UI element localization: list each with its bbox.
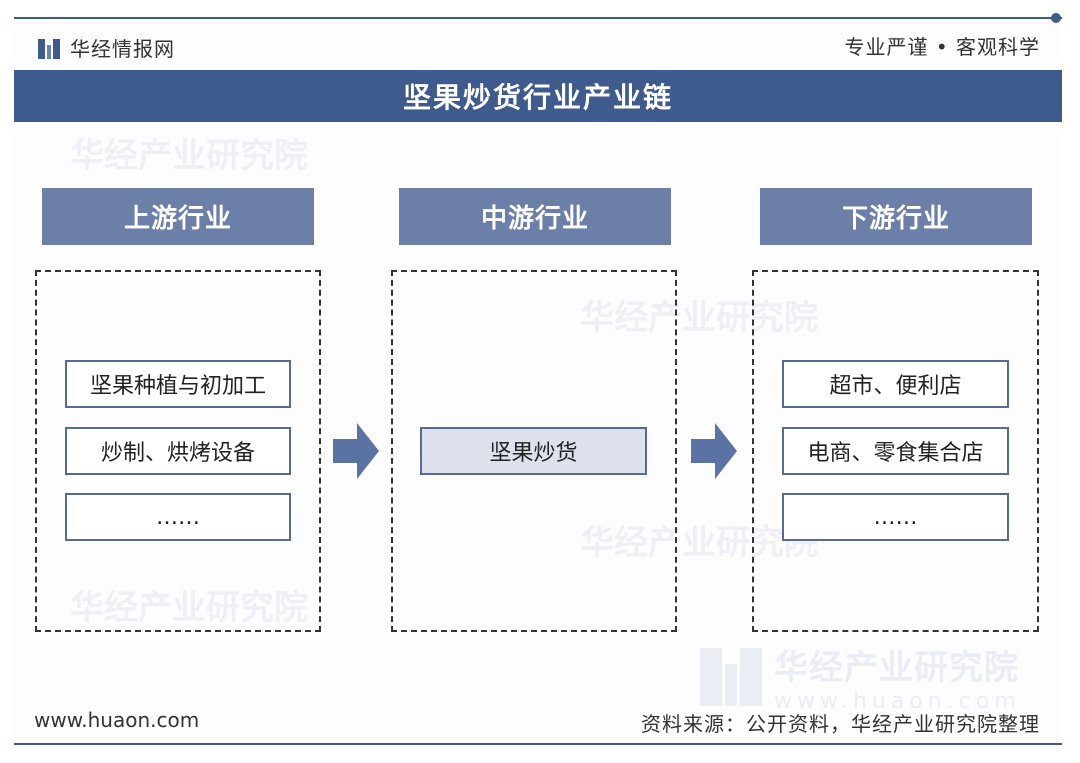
watermark-name: 华经产业研究院 bbox=[774, 648, 1019, 688]
arrow-right-icon bbox=[333, 423, 379, 479]
upstream-item: 坚果种植与初加工 bbox=[65, 360, 291, 408]
upstream-box bbox=[35, 270, 321, 632]
downstream-item: 超市、便利店 bbox=[782, 360, 1009, 408]
upstream-item: 炒制、烘烤设备 bbox=[65, 427, 291, 475]
watermark-logo: 华经产业研究院 www.huaon.com bbox=[700, 640, 1021, 714]
top-rule-dot bbox=[1051, 13, 1061, 23]
upstream-header: 上游行业 bbox=[42, 188, 314, 245]
page-title: 坚果炒货行业产业链 bbox=[402, 81, 673, 114]
downstream-item: 电商、零食集合店 bbox=[782, 427, 1009, 475]
brand-slogan: 专业严谨 • 客观科学 bbox=[844, 35, 1040, 59]
watermark-text: 华经产业研究院 bbox=[580, 298, 818, 338]
watermark-url: www.huaon.com bbox=[774, 689, 1021, 714]
downstream-item: …… bbox=[782, 493, 1009, 541]
midstream-header-label: 中游行业 bbox=[480, 204, 589, 234]
top-rule bbox=[14, 17, 1062, 19]
upstream-header-label: 上游行业 bbox=[123, 204, 232, 234]
watermark-logo-icon bbox=[700, 648, 762, 706]
brand-name: 华经情报网 bbox=[70, 37, 175, 61]
arrow-right-icon bbox=[691, 423, 737, 479]
watermark-text: 华经产业研究院 bbox=[70, 136, 308, 176]
upstream-item: …… bbox=[65, 493, 291, 541]
midstream-item: 坚果炒货 bbox=[420, 427, 647, 475]
midstream-header: 中游行业 bbox=[399, 188, 671, 245]
downstream-header: 下游行业 bbox=[760, 188, 1032, 245]
bottom-rule bbox=[14, 743, 1062, 745]
brand: 华经情报网 bbox=[38, 33, 175, 62]
downstream-box bbox=[752, 270, 1039, 632]
watermark-text: 华经产业研究院 bbox=[70, 588, 308, 628]
footer-source: 资料来源：公开资料，华经产业研究院整理 bbox=[641, 712, 1040, 736]
footer-website: www.huaon.com bbox=[34, 708, 200, 732]
downstream-header-label: 下游行业 bbox=[841, 204, 950, 234]
midstream-box bbox=[391, 270, 677, 632]
watermark-text: 华经产业研究院 bbox=[580, 523, 818, 563]
brand-logo-icon bbox=[38, 37, 60, 59]
title-bar: 坚果炒货行业产业链 bbox=[14, 70, 1062, 122]
